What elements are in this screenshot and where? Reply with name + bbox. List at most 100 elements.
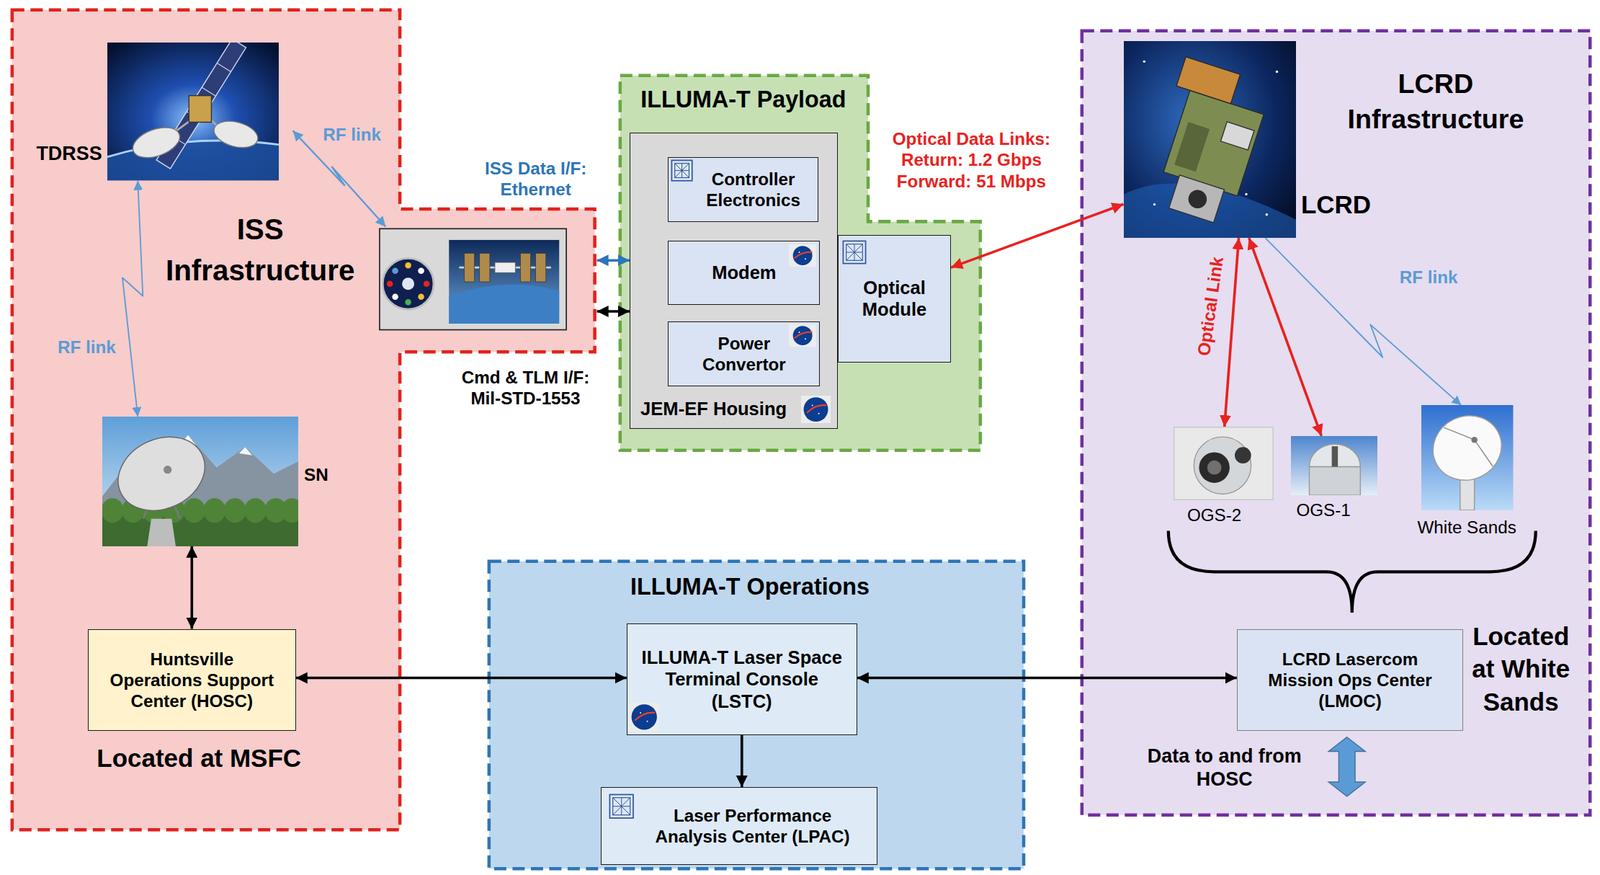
label-holder: RF link — [1396, 266, 1461, 289]
graphic-part — [386, 280, 393, 287]
graphic-part — [382, 257, 434, 310]
text-holder: LCRD Infrastructure — [1333, 66, 1538, 137]
controller-box: Controller Electronics — [667, 157, 818, 223]
graphic-part — [1421, 404, 1513, 511]
graphic-part — [1290, 435, 1378, 495]
connector — [740, 734, 744, 787]
text-holder: OGS-2 — [1168, 504, 1260, 526]
tdrss-satellite: TDRSS — [107, 42, 279, 181]
graphic-part — [1139, 56, 1273, 227]
graphic-part — [1198, 451, 1229, 482]
graphic-part — [535, 252, 547, 282]
region-border — [1081, 30, 1590, 815]
graphic-part — [1443, 427, 1474, 440]
box-label: ILLUMA-T Laser Space Terminal Console (L… — [635, 646, 848, 713]
node-title: Located at MSFC — [36, 742, 363, 773]
graphic-part — [182, 497, 206, 523]
graphic-part — [1422, 404, 1513, 492]
label-holder: Cmd & TLM I/F: Mil-STD-1553 — [448, 365, 602, 410]
graphic-part — [793, 326, 813, 346]
graphic-part — [1331, 445, 1338, 467]
edge-label: Cmd & TLM I/F: Mil-STD-1553 — [448, 365, 602, 410]
operations-region: ILLUMA-T Laser Space Terminal Console (L… — [486, 559, 1026, 871]
graphic-part — [671, 159, 692, 181]
box-label: Huntsville Operations Support Center (HO… — [105, 648, 279, 712]
iss-region: TDRSS SN Huntsville Operations Support Cen… — [10, 7, 597, 832]
box-label: Controller Electronics — [695, 168, 812, 211]
graphic-part — [793, 245, 813, 266]
graphic-part — [798, 331, 800, 333]
graphic-part — [1207, 460, 1222, 475]
text-holder: ILLUMA-T Operations — [571, 572, 929, 601]
connector — [597, 309, 630, 313]
label-holder: RF link — [54, 335, 119, 359]
graphic-part — [674, 163, 689, 178]
node-title: SN — [304, 463, 346, 485]
graphic-part — [1308, 443, 1361, 467]
lcrd-satellite: LCRD — [1123, 41, 1296, 238]
node-picture — [1290, 435, 1378, 495]
node-title: TDRSS — [28, 141, 103, 165]
graphic-part — [423, 280, 430, 287]
node-title: OGS-1 — [1282, 499, 1364, 521]
graphic-part — [1460, 476, 1475, 511]
graphic-part — [417, 267, 424, 274]
graphic-part — [216, 63, 231, 73]
graphic-part — [1174, 121, 1210, 172]
graphic-part — [788, 244, 817, 267]
text-holder: LCRD — [1301, 189, 1383, 220]
graphic-part — [1142, 59, 1145, 62]
graphic-part — [609, 793, 634, 818]
note-label: RF link — [319, 123, 384, 146]
text-holder: ILLUMA-T Payload — [618, 85, 869, 114]
label-holder: Optical Data Links: Return: 1.2 Gbps For… — [883, 128, 1060, 193]
graphic-part — [280, 497, 298, 523]
graphic-part — [107, 42, 279, 181]
edge-label: RF link — [54, 335, 119, 359]
logo-icon — [801, 395, 831, 423]
text-holder: SN — [304, 463, 346, 485]
iss-picture — [379, 228, 567, 330]
graphic-part — [612, 797, 630, 815]
optical-module-box: Optical Module — [837, 234, 951, 363]
sn-ground-station: SN — [102, 416, 299, 547]
node-title: OGS-2 — [1168, 504, 1260, 526]
graphic-part — [1265, 213, 1268, 216]
graphic-part — [1123, 41, 1296, 238]
region-border — [488, 561, 1023, 869]
graphic-part — [448, 284, 560, 324]
graphic-part — [391, 267, 398, 274]
graphic-part — [639, 711, 642, 714]
graphic-part — [1275, 69, 1278, 73]
graphic-part — [631, 703, 657, 730]
node-picture — [102, 416, 299, 547]
graphic-part — [1308, 466, 1361, 495]
power-box: Power Convertor — [667, 321, 820, 387]
graphic-part — [798, 250, 800, 253]
node-picture — [107, 42, 279, 181]
connector — [857, 676, 1237, 680]
graphic-part — [1193, 436, 1251, 494]
graphic-part — [634, 712, 655, 721]
graphic-part — [128, 121, 183, 164]
ogs1-station: OGS-1 — [1290, 435, 1378, 495]
graphic-part — [1474, 439, 1493, 467]
graphic-part — [674, 163, 689, 178]
graphic-part — [794, 332, 813, 339]
hosc-box: Huntsville Operations Support Center (HO… — [87, 628, 297, 732]
node-title: ILLUMA-T Operations — [571, 572, 929, 601]
graphic-part — [479, 252, 490, 282]
lmoc-box: LCRD Lasercom Mission Ops Center (LMOC) — [1236, 628, 1464, 732]
text-holder: Located at White Sands — [1465, 619, 1577, 718]
box-label: Power Convertor — [677, 332, 812, 375]
node-title: ISS Infrastructure — [147, 208, 373, 291]
logo-icon — [788, 324, 817, 347]
graphic-part — [1185, 187, 1209, 211]
graphic-part — [244, 497, 267, 523]
graphic-part — [788, 324, 817, 347]
graphic-part — [794, 251, 813, 258]
white-sands-antenna: White Sands — [1421, 404, 1513, 511]
box-label: LCRD Lasercom Mission Ops Center (LMOC) — [1252, 648, 1449, 712]
graphic-part — [211, 116, 261, 153]
